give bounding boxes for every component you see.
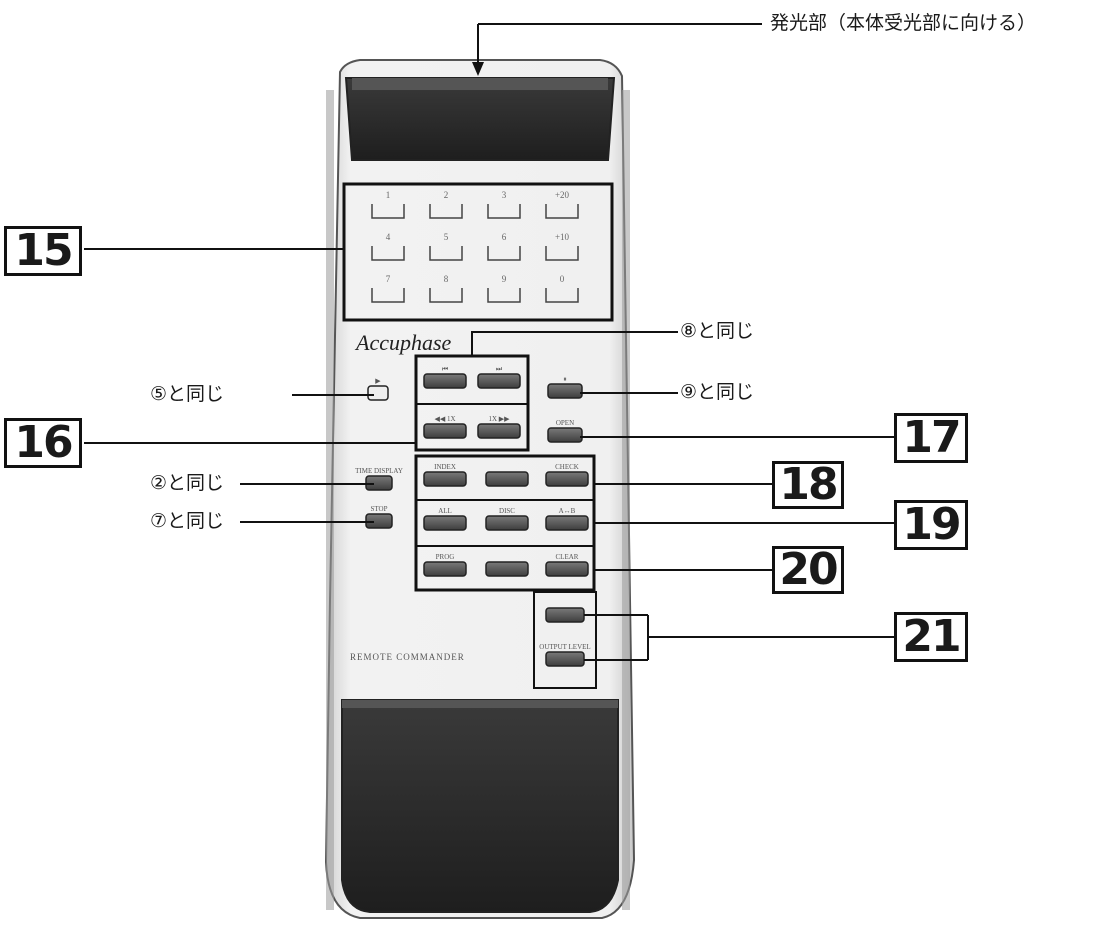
pause-button[interactable]: ⏸ bbox=[547, 375, 583, 399]
keypad-key-label: 4 bbox=[386, 232, 391, 242]
note-same-as-8: ⑧と同じ bbox=[680, 320, 755, 342]
repeat-ab-button[interactable]: A↔B bbox=[545, 507, 589, 531]
keypad-key[interactable]: 1 bbox=[371, 190, 405, 219]
keypad-key-label: +20 bbox=[555, 190, 570, 200]
repeat-all-button-label: ALL bbox=[438, 507, 452, 515]
brand-logo: Accuphase bbox=[354, 330, 452, 355]
keypad-key-label: 1 bbox=[386, 190, 391, 200]
callout-20: 20 bbox=[772, 546, 844, 594]
keypad-key[interactable]: +10 bbox=[545, 232, 579, 261]
keypad-key-label: 9 bbox=[502, 274, 507, 284]
numeric-keypad: 1 2 3 +20 4 5 6 +10 7 8 9 0 bbox=[342, 182, 614, 322]
prog-button-label: PROG bbox=[436, 553, 455, 561]
rew-button[interactable]: ◀◀ 1X bbox=[423, 415, 467, 439]
check-button-label: CHECK bbox=[555, 463, 579, 471]
keypad-key[interactable]: 0 bbox=[545, 274, 579, 303]
repeat-ab-button-label: A↔B bbox=[559, 507, 576, 515]
prev-button-label: ⏮ bbox=[442, 365, 448, 373]
keypad-key[interactable]: 5 bbox=[429, 232, 463, 261]
keypad-key[interactable]: 4 bbox=[371, 232, 405, 261]
open-button[interactable]: OPEN bbox=[547, 419, 583, 443]
ff-button[interactable]: 1X ▶▶ bbox=[477, 415, 521, 439]
prev-button[interactable]: ⏮ bbox=[423, 365, 467, 389]
callout-19: 19 bbox=[894, 500, 968, 550]
stop-button[interactable]: STOP bbox=[365, 505, 393, 529]
keypad-key-label: +10 bbox=[555, 232, 570, 242]
output-down-button[interactable]: OUTPUT LEVEL bbox=[539, 643, 591, 667]
keypad-key-label: 3 bbox=[502, 190, 507, 200]
emitter-label: 発光部（本体受光部に向ける） bbox=[770, 12, 1037, 34]
leader-lines bbox=[84, 248, 894, 661]
prog-button[interactable]: PROG bbox=[423, 553, 467, 577]
keypad-key[interactable]: 7 bbox=[371, 274, 405, 303]
repeat-disc-button-label: DISC bbox=[499, 507, 515, 515]
time-display-button-label: TIME DISPLAY bbox=[355, 467, 403, 475]
prog-check-button[interactable] bbox=[485, 561, 529, 577]
model-label: REMOTE COMMANDER bbox=[350, 652, 465, 662]
next-button-label: ⏭ bbox=[496, 365, 503, 373]
emitter-window bbox=[344, 77, 616, 161]
check-button[interactable]: CHECK bbox=[545, 463, 589, 487]
clear-button[interactable]: CLEAR bbox=[545, 553, 589, 577]
note-same-as-9: ⑨と同じ bbox=[680, 381, 755, 403]
keypad-key-label: 8 bbox=[444, 274, 449, 284]
keypad-key-label: 2 bbox=[444, 190, 449, 200]
output-level-group bbox=[533, 591, 597, 689]
keypad-key-label: 5 bbox=[444, 232, 449, 242]
bottom-panel bbox=[341, 699, 619, 913]
callout-21: 21 bbox=[894, 612, 968, 662]
keypad-key-label: 7 bbox=[386, 274, 391, 284]
keypad-key-label: 6 bbox=[502, 232, 507, 242]
repeat-disc-button[interactable]: DISC bbox=[485, 507, 529, 531]
time-display-button[interactable]: TIME DISPLAY bbox=[355, 467, 403, 491]
emitter-pointer bbox=[472, 23, 762, 76]
keypad-key[interactable]: 6 bbox=[487, 232, 521, 261]
note-same-as-5: ⑤と同じ bbox=[150, 383, 225, 405]
keypad-key[interactable]: 8 bbox=[429, 274, 463, 303]
index-right-button[interactable] bbox=[485, 471, 529, 487]
note-same-as-2: ②と同じ bbox=[150, 472, 225, 494]
callout-17: 17 bbox=[894, 413, 968, 463]
repeat-all-button[interactable]: ALL bbox=[423, 507, 467, 531]
callout-18: 18 bbox=[772, 461, 844, 509]
keypad-key-label: 0 bbox=[560, 274, 565, 284]
ff-button-label: 1X ▶▶ bbox=[488, 415, 510, 423]
index-left-button-label: INDEX bbox=[434, 463, 456, 471]
next-button[interactable]: ⏭ bbox=[477, 365, 521, 389]
callout-16: 16 bbox=[4, 418, 82, 468]
play-button-label: ▶ bbox=[375, 377, 381, 385]
pause-button-label: ⏸ bbox=[563, 375, 567, 383]
open-button-label: OPEN bbox=[556, 419, 574, 427]
clear-button-label: CLEAR bbox=[556, 553, 579, 561]
keypad-key[interactable]: +20 bbox=[545, 190, 579, 219]
rew-button-label: ◀◀ 1X bbox=[434, 415, 455, 423]
play-button[interactable]: ▶ bbox=[367, 377, 389, 401]
output-down-button-label: OUTPUT LEVEL bbox=[539, 643, 590, 651]
keypad-key[interactable]: 9 bbox=[487, 274, 521, 303]
output-up-button[interactable] bbox=[545, 607, 585, 623]
stop-button-label: STOP bbox=[371, 505, 388, 513]
keypad-key[interactable]: 2 bbox=[429, 190, 463, 219]
callout-15: 15 bbox=[4, 226, 82, 276]
note-same-as-7: ⑦と同じ bbox=[150, 510, 225, 532]
keypad-key[interactable]: 3 bbox=[487, 190, 521, 219]
index-left-button[interactable]: INDEX bbox=[423, 463, 467, 487]
